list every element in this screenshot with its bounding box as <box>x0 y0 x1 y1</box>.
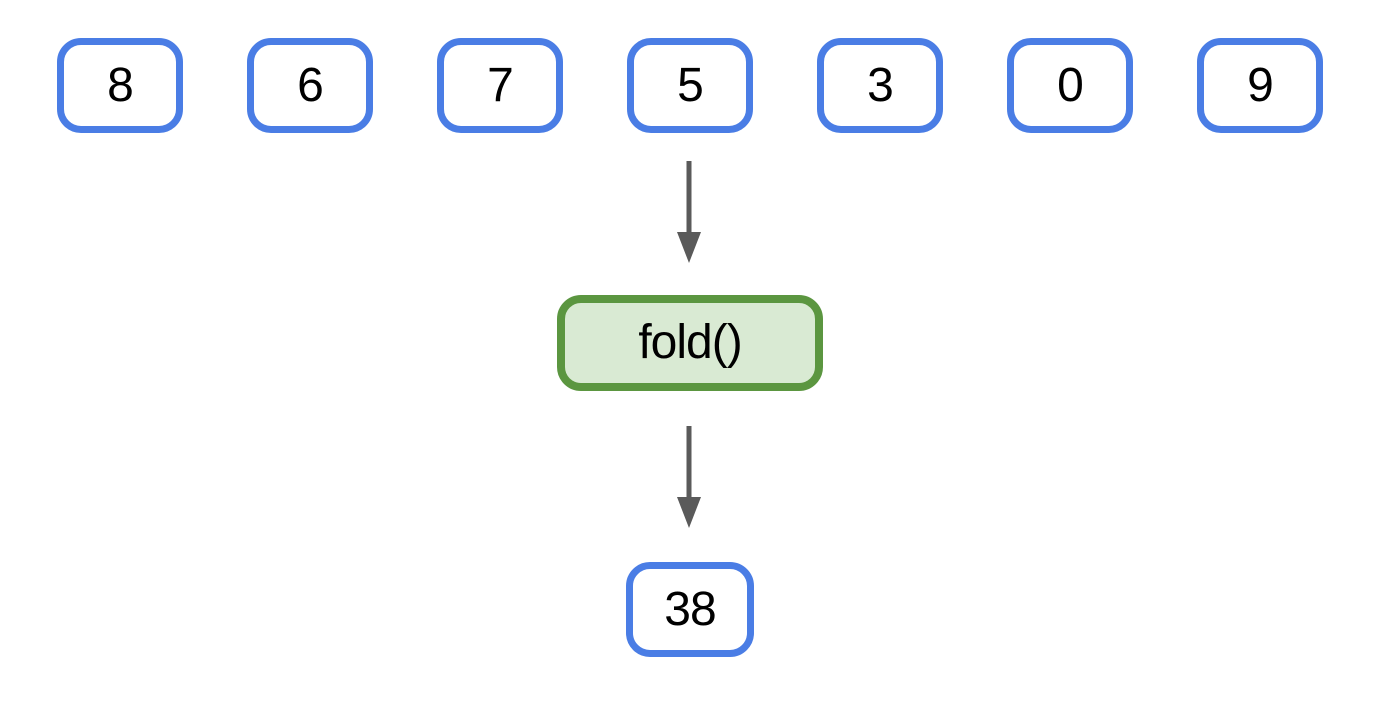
input-value-label: 6 <box>297 58 324 112</box>
result-box: 38 <box>626 562 754 657</box>
input-value-label: 0 <box>1057 58 1084 112</box>
input-value-box: 3 <box>817 38 943 133</box>
arrow-down-icon <box>677 426 701 528</box>
input-value-box: 0 <box>1007 38 1133 133</box>
input-value-box: 7 <box>437 38 563 133</box>
input-value-label: 7 <box>487 58 514 112</box>
input-value-box: 5 <box>627 38 753 133</box>
input-value-label: 3 <box>867 58 894 112</box>
fold-operation-box: fold() <box>557 295 823 391</box>
input-value-box: 9 <box>1197 38 1323 133</box>
fold-operation-label: fold() <box>638 316 742 369</box>
input-value-box: 6 <box>247 38 373 133</box>
input-value-box: 8 <box>57 38 183 133</box>
input-value-label: 5 <box>677 58 704 112</box>
input-value-label: 9 <box>1247 58 1274 112</box>
result-value-label: 38 <box>664 582 716 636</box>
input-value-label: 8 <box>107 58 134 112</box>
arrow-down-icon <box>677 161 701 263</box>
